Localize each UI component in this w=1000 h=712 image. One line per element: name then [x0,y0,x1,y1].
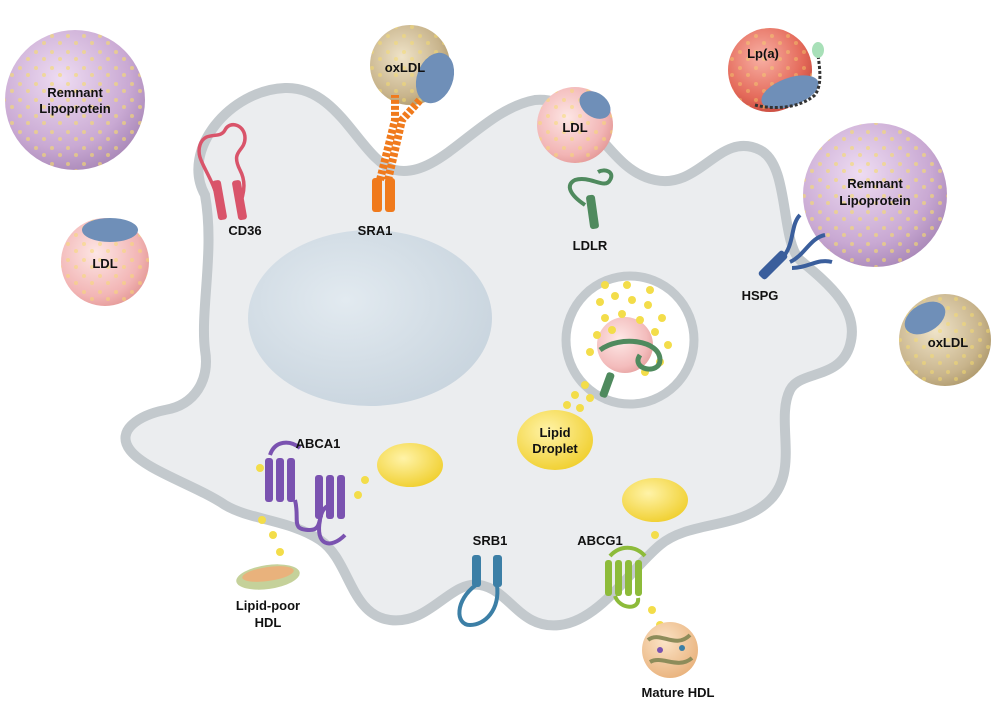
srb1-receptor: SRB1 [457,533,508,628]
ldl-top-label: LDL [562,120,587,135]
ldlr-label: LDLR [573,238,608,253]
oxldl-top-label: oxLDL [385,60,426,75]
abcg1-transporter: ABCG1 [577,531,664,629]
lipid-poor-hdl-label-1: Lipid-poor [236,598,300,613]
oxldl-right-label: oxLDL [928,335,969,350]
lipid-droplet: Lipid Droplet [517,410,593,470]
remnant-left-label-1: Remnant [47,85,103,100]
lipid-efflux-dots [556,381,594,419]
lpa-label: Lp(a) [747,46,779,61]
ldlr-receptor: LDLR [567,168,614,253]
oxldl-particle-right: oxLDL [899,294,991,386]
ldl-particle-top: LDL [537,87,613,163]
oxldl-particle-top: oxLDL [370,25,455,105]
cd36-label: CD36 [228,223,261,238]
remnant-lipoprotein-left: Remnant Lipoprotein [5,30,145,170]
lipid-droplet-label-1: Lipid [539,425,570,440]
hspg-label: HSPG [742,288,779,303]
abcg1-label: ABCG1 [577,533,623,548]
sra1-receptor: SRA1 [358,95,423,238]
lipid-poor-hdl-label-2: HDL [255,615,282,630]
sra1-label: SRA1 [358,223,393,238]
hspg-receptor: HSPG [742,213,833,303]
mature-hdl: Mature HDL [642,622,715,700]
mature-hdl-label: Mature HDL [642,685,715,700]
abca1-label: ABCA1 [296,436,341,451]
abca1-transporter: ABCA1 [256,436,369,556]
lpa-particle: Lp(a) [728,28,824,112]
remnant-left-label-2: Lipoprotein [39,101,111,116]
lipid-poor-hdl: Lipid-poor HDL [236,564,300,630]
ldl-particle-left: LDL [61,218,149,306]
cd36-receptor: CD36 [197,122,262,238]
lipid-droplet-abcg1 [622,478,688,522]
remnant-right-label-1: Remnant [847,176,903,191]
remnant-right-label-2: Lipoprotein [839,193,911,208]
ldl-left-label: LDL [92,256,117,271]
endosome [561,271,699,409]
lipid-droplet-cytoplasm [377,443,443,487]
nucleus [248,230,492,406]
lipid-droplet-label-2: Droplet [532,441,578,456]
remnant-lipoprotein-right: Remnant Lipoprotein [803,123,947,267]
srb1-label: SRB1 [473,533,508,548]
